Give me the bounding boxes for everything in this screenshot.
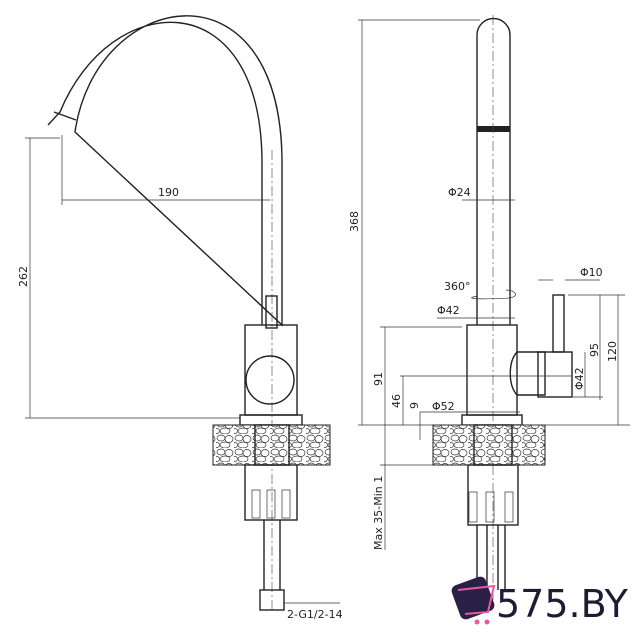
- dim-spout-height: 262: [17, 266, 30, 287]
- logo-text: 575.BY: [496, 582, 629, 626]
- shank: [467, 464, 519, 526]
- dim-body-height: 91: [372, 372, 385, 386]
- hose-nut: [259, 589, 285, 611]
- dim-reach: 190: [158, 186, 179, 199]
- dim-countertop: Max 35-Min 1: [372, 476, 385, 550]
- base-plate: [239, 414, 303, 426]
- base-plate: [461, 414, 523, 426]
- handle: [509, 351, 546, 396]
- countertop: [432, 424, 546, 466]
- left-view: 190 262 2-G1/2-14: [17, 15, 343, 621]
- body: [466, 324, 518, 416]
- spout: [47, 15, 283, 327]
- dim-total-height: 368: [348, 211, 361, 232]
- body: [244, 324, 298, 416]
- dim-base-diameter: Φ52: [432, 400, 455, 413]
- lever: [265, 295, 278, 329]
- pipe-band: [477, 126, 510, 132]
- dim-thread: 2-G1/2-14: [287, 608, 343, 621]
- lever: [552, 294, 565, 353]
- pipe: [476, 17, 511, 325]
- countertop: [212, 424, 331, 466]
- dim-base-height: 9: [408, 402, 421, 409]
- rotation: 360°: [444, 280, 471, 293]
- dim-lever-top: 120: [606, 341, 619, 362]
- dim-pipe-diameter: Φ24: [448, 186, 471, 199]
- dim-lever-diameter: Φ10: [580, 266, 603, 279]
- right-view: 368 Φ24 360° Φ10 Φ42 91 46 9 Φ52 Φ42 95 …: [348, 15, 630, 600]
- dim-handle-axis: 46: [390, 394, 403, 408]
- handle: [245, 355, 295, 405]
- dim-lever-height: 95: [588, 343, 601, 357]
- dim-body-diameter: Φ42: [437, 304, 460, 317]
- logo: 575.BY: [451, 576, 629, 626]
- dim-handle-diameter: Φ42: [573, 367, 586, 390]
- shank: [244, 464, 298, 521]
